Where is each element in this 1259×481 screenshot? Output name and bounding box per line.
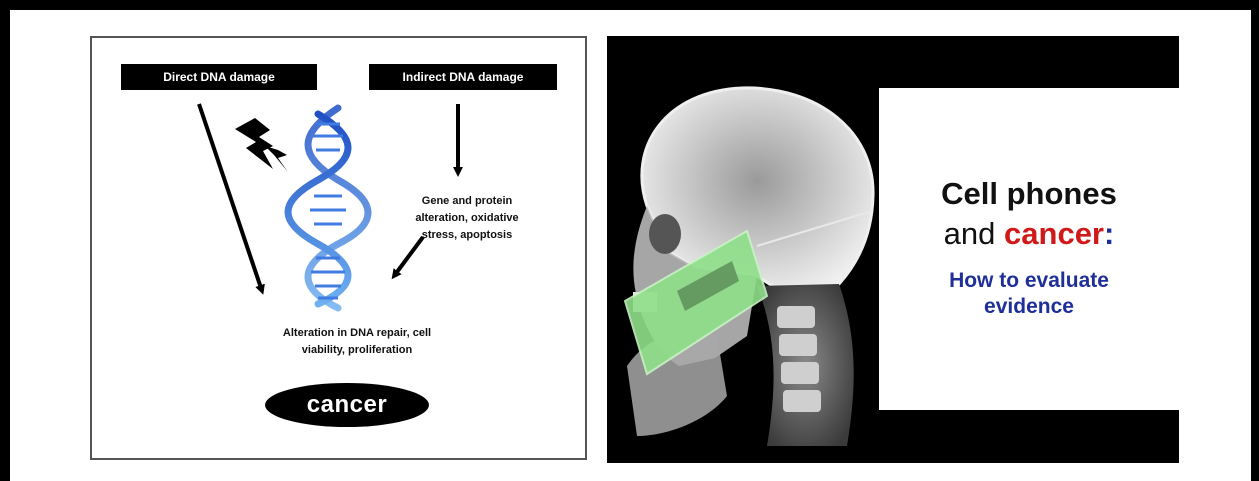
title-and-cancer: and cancer: [879, 216, 1179, 252]
lightning-bolt-icon [235, 118, 288, 172]
title-cell-phones: Cell phones [879, 176, 1179, 212]
cell-phones-slide: Cell phones and cancer: How to evaluate … [607, 36, 1179, 463]
gene-protein-alteration-text: Gene and protein alteration, oxidative s… [392, 193, 542, 244]
dna-damage-diagram: Direct DNA damage Indirect DNA damage Ge… [90, 36, 587, 460]
dna-repair-alteration-text: Alteration in DNA repair, cell viability… [242, 325, 472, 359]
subtitle-evaluate-evidence: How to evaluate evidence [879, 268, 1179, 320]
title-colon: : [1104, 216, 1114, 251]
direct-dna-damage-label: Direct DNA damage [121, 64, 317, 90]
cancer-oval-label: cancer [265, 383, 429, 427]
indirect-dna-damage-label: Indirect DNA damage [369, 64, 557, 90]
dna-helix-icon [288, 108, 368, 308]
title-card: Cell phones and cancer: How to evaluate … [879, 88, 1179, 410]
title-and-word: and [944, 216, 996, 251]
xray-skull-image [607, 36, 877, 463]
title-cancer-word: cancer [1004, 216, 1104, 251]
